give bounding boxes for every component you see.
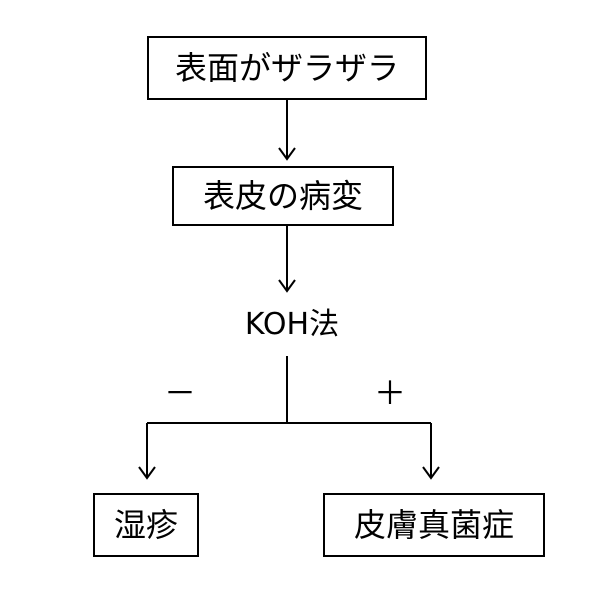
node-epidermal-lesion: 表皮の病変 — [172, 166, 394, 226]
arrowhead-to-eczema — [138, 466, 156, 480]
node-rough-surface: 表面がザラザラ — [147, 36, 427, 100]
node-eczema: 湿疹 — [93, 493, 199, 557]
arrowhead-to-dermatophytosis — [422, 466, 440, 480]
node-dermatophytosis-label: 皮膚真菌症 — [353, 506, 514, 544]
negative-result-sign: － — [163, 374, 196, 412]
node-epidermal-lesion-label: 表皮の病変 — [202, 177, 363, 215]
positive-result-sign: ＋ — [373, 374, 406, 412]
node-dermatophytosis: 皮膚真菌症 — [323, 493, 545, 557]
arrowhead-mid-to-test — [278, 279, 296, 293]
arrowhead-top-to-mid — [278, 147, 296, 161]
node-eczema-label: 湿疹 — [113, 506, 178, 544]
node-rough-surface-label: 表面がザラザラ — [174, 49, 399, 87]
koh-test-label: KOH法 — [244, 307, 340, 342]
